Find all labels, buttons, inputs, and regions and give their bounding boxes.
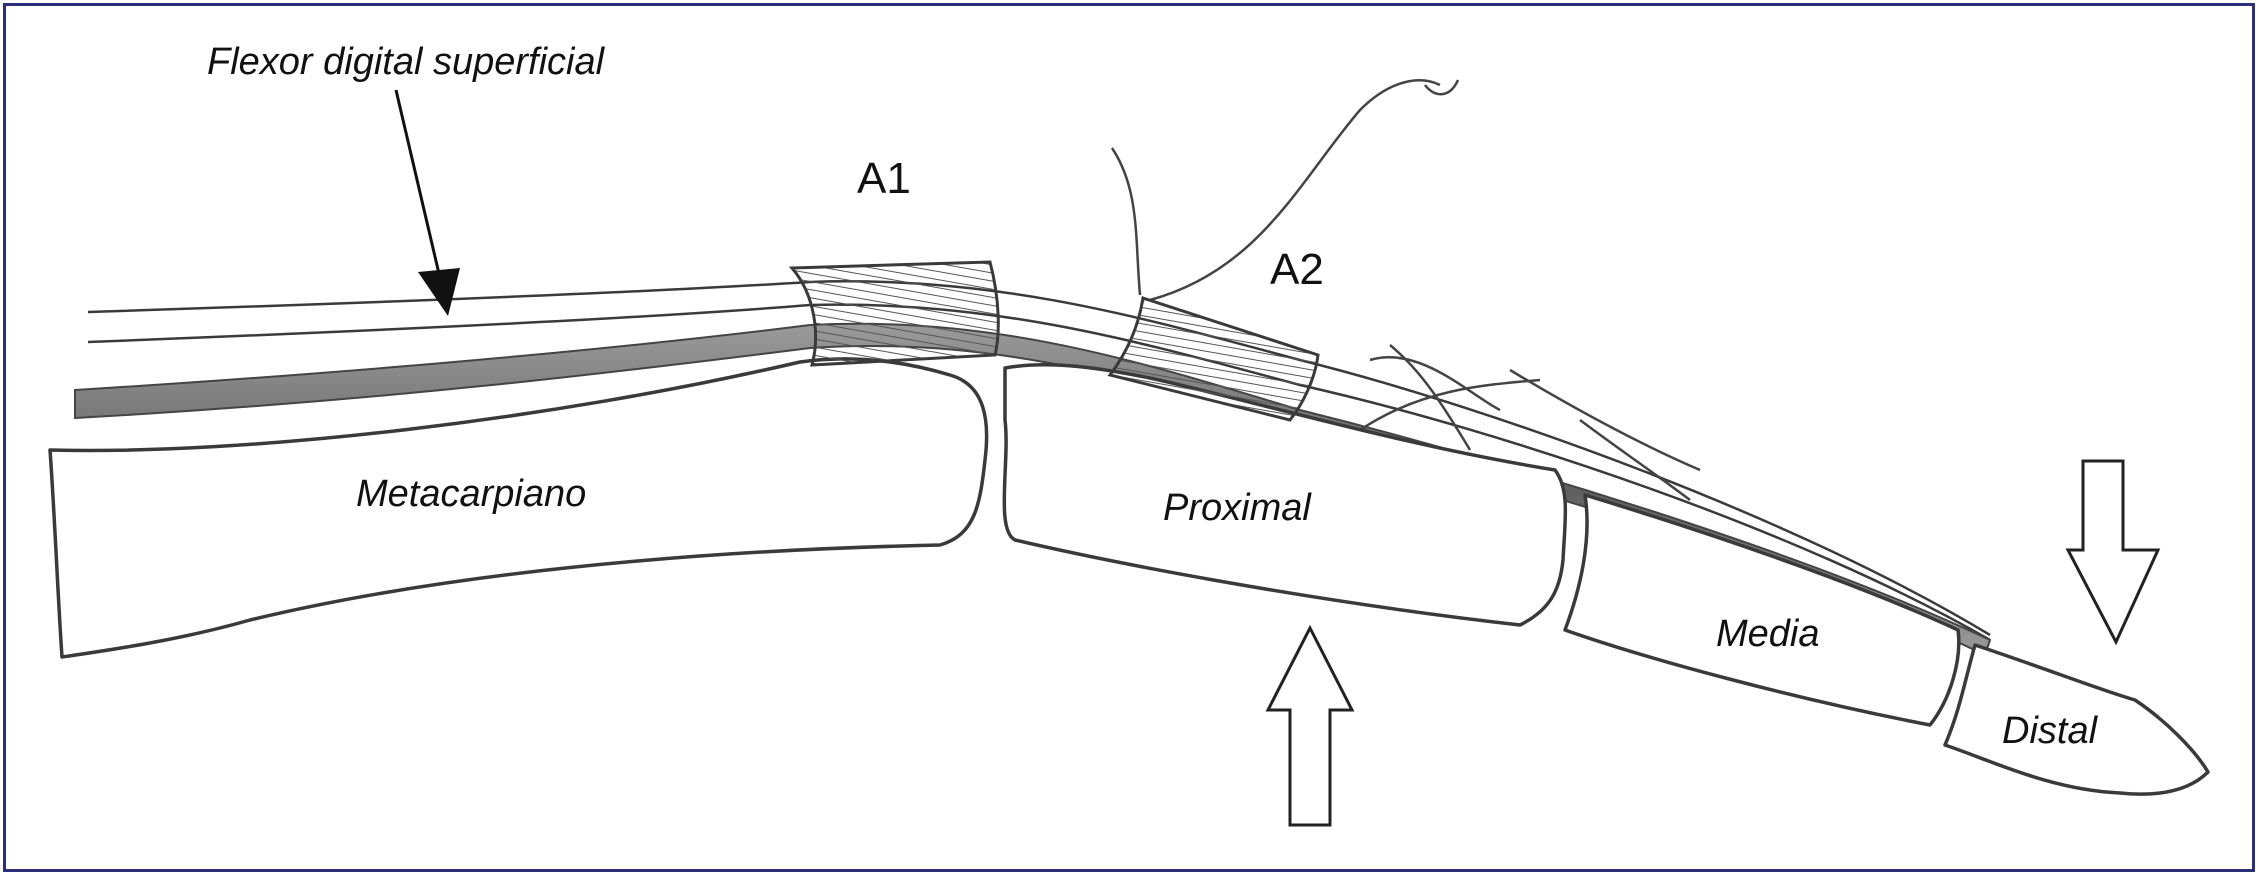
bones xyxy=(48,357,2210,796)
flexor-tendons xyxy=(87,280,1991,642)
middle-phalanx xyxy=(1563,493,1961,727)
proximal-label: Proximal xyxy=(1163,487,1311,529)
arrow-down-solid-icon xyxy=(394,89,460,316)
pulley-a2 xyxy=(1107,296,1320,422)
distal-phalanx xyxy=(1943,643,2210,796)
arrow-down-outline-icon xyxy=(2065,459,2161,646)
pulley-a2-label: A2 xyxy=(1270,245,1324,294)
metacarpal-label: Metacarpiano xyxy=(356,473,587,515)
pulley-a1-label: A1 xyxy=(857,154,911,203)
tendon-label: Flexor digital superficial xyxy=(207,41,605,83)
metacarpal-bone xyxy=(48,357,989,659)
middle-label: Media xyxy=(1716,613,1820,655)
arrow-up-outline-icon xyxy=(1265,624,1355,827)
pulley-a1 xyxy=(788,260,1000,367)
distal-label: Distal xyxy=(2002,710,2098,752)
suture-threads xyxy=(1110,79,1701,502)
